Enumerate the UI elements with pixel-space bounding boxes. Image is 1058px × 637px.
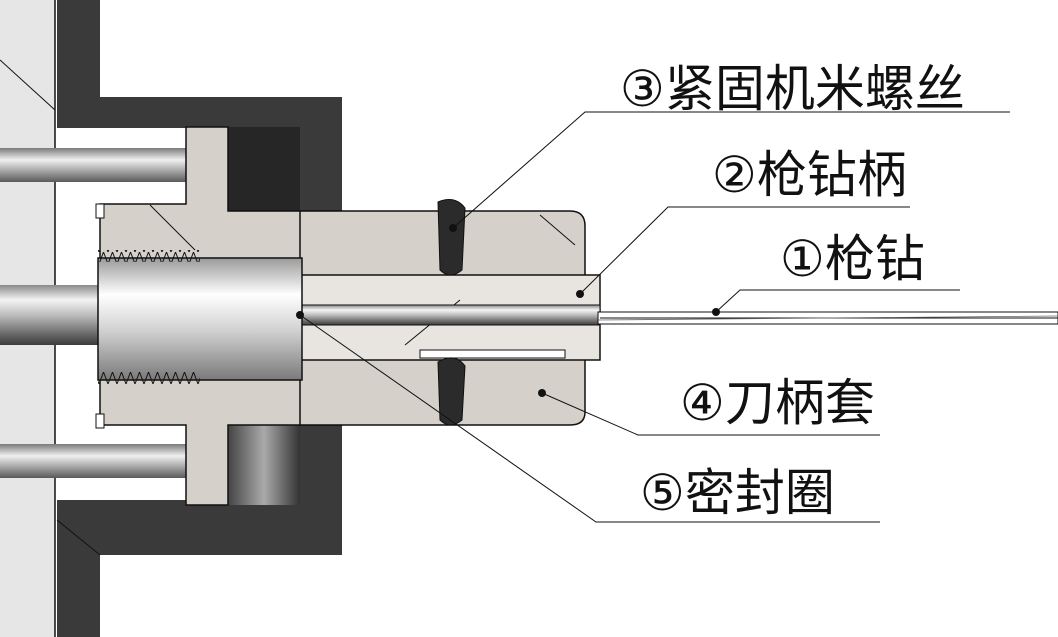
leader-holder (579, 206, 910, 295)
thread-bottom (98, 372, 200, 384)
threaded-nut (97, 257, 303, 381)
leader-drill (715, 289, 960, 313)
label-tool-sleeve: ④刀柄套 (680, 374, 875, 432)
plate-hatch (0, 59, 56, 111)
holder-flat (419, 349, 566, 359)
leader-screw (452, 111, 1010, 229)
label-drill-holder: ②枪钻柄 (712, 146, 907, 204)
thread-top (98, 250, 200, 262)
leader-sleeve (541, 392, 880, 436)
set-screw (437, 199, 466, 276)
label-gun-drill: ①枪钻 (780, 230, 925, 288)
cavity-bottom (228, 425, 300, 505)
seal-ring (437, 357, 466, 426)
drill-shank (299, 304, 601, 326)
leader-seal (299, 314, 880, 523)
label-set-screw: ③紧固机米螺丝 (620, 60, 965, 118)
bolt-shaft-bottom (0, 444, 187, 478)
bolt-shaft-top (0, 148, 187, 182)
main-shaft (0, 285, 98, 345)
label-seal-ring: ⑤密封圈 (640, 464, 835, 522)
cavity-top (228, 127, 300, 211)
